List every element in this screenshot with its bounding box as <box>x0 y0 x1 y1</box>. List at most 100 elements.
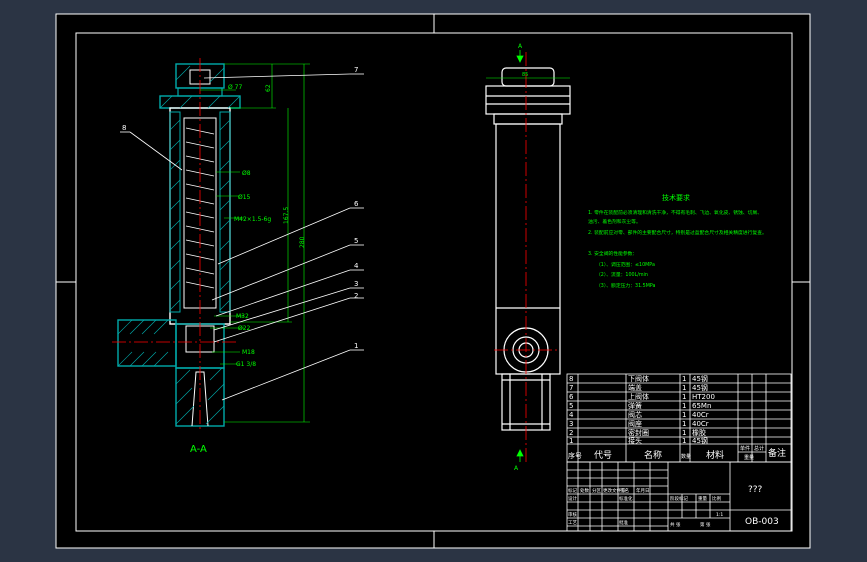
bom-header-no: 序号 <box>568 451 582 460</box>
bom-row-7-qty: 1 <box>682 429 686 437</box>
tb-label-mark: 标记 <box>568 487 577 494</box>
balloon-7: 7 <box>354 66 358 74</box>
leader-lines <box>120 73 364 401</box>
technical-notes: 技术要求 1. 零件在装配前必须清理和清洗干净，不得有毛刺、飞边、氧化皮、锈蚀、… <box>588 193 767 289</box>
bom-row-3-material: HT200 <box>692 393 715 401</box>
bom-header-name: 名称 <box>644 449 662 461</box>
tb-label-stage-mark: 阶段标记 <box>670 495 688 502</box>
dim-thread-m42: M42×1.5-6g <box>234 216 271 223</box>
tb-label-design: 设计 <box>568 495 577 502</box>
dim-thread-g: G1 3/8 <box>236 361 256 368</box>
notes-line-4: 3. 安全阀的性能参数： <box>588 250 637 257</box>
bom-row-2-qty: 1 <box>682 384 686 392</box>
bom-header-weight: 重量 <box>744 454 754 461</box>
tb-label-date: 年月日 <box>636 487 650 494</box>
bom-row-2-no: 7 <box>569 384 573 392</box>
notes-line-7: （3）、额定压力：31.5MPa <box>596 282 656 289</box>
dim-side-width: 85 <box>522 72 528 78</box>
tb-label-sheets: 共 张 <box>670 521 681 528</box>
bom-row-8-name: 接头 <box>628 436 642 445</box>
dim-dia-8: Ø8 <box>242 170 251 177</box>
bom-row-4-no: 5 <box>569 402 573 410</box>
bom-header-code: 代号 <box>594 450 612 461</box>
section-view: A-A <box>112 58 241 455</box>
dim-top-width: Ø 77 <box>228 84 242 91</box>
bom-row-1-no: 8 <box>569 375 573 383</box>
nozzle-hatching <box>175 367 225 425</box>
tb-label-weight: 重量 <box>698 495 707 502</box>
tb-label-approve: 批准 <box>619 519 628 526</box>
bom-row-5-material: 40Cr <box>692 411 709 419</box>
notes-line-3: 2. 装配前应对零、部件的主要配合尺寸，特别是过盈配合尺寸及相关精度进行复查。 <box>588 229 767 236</box>
dim-dia-15: Ø15 <box>238 194 251 201</box>
balloon-4: 4 <box>354 262 359 270</box>
bom-row-3-qty: 1 <box>682 393 686 401</box>
bom-row-7-no: 2 <box>569 429 573 437</box>
bom-row-4-qty: 1 <box>682 402 686 410</box>
bom-row-8-no: 1 <box>569 437 573 445</box>
bom-row-6-name: 阀座 <box>628 419 642 428</box>
bom-row-5-no: 4 <box>569 411 574 419</box>
drawing-sheet <box>55 13 811 549</box>
bom-row-7-material: 橡胶 <box>692 428 706 437</box>
notes-title: 技术要求 <box>662 193 690 202</box>
balloon-2: 2 <box>354 292 358 300</box>
bom-header-remark: 备注 <box>768 447 786 459</box>
dim-length-167: 167.5 <box>283 207 290 224</box>
section-mark-top: A <box>518 43 523 50</box>
balloon-8: 8 <box>122 124 126 132</box>
tb-label-division: 分区 <box>592 487 601 494</box>
bom-row-5-name: 阀芯 <box>628 410 642 419</box>
section-arrows <box>486 50 570 462</box>
bom-row-8-material: 45钢 <box>692 436 708 445</box>
bom-rows: 8 下阀体 1 45钢 7 端盖 1 45钢 6 上阀体 1 HT200 5 弹… <box>569 374 715 445</box>
dim-thread-m18: M18 <box>242 349 255 356</box>
tb-label-standardization: 标准化 <box>619 495 633 502</box>
bom-row-4-name: 弹簧 <box>628 401 642 410</box>
balloon-6: 6 <box>354 200 359 208</box>
side-port <box>117 319 177 367</box>
drawing-number: OB-003 <box>745 517 779 527</box>
section-dimension-text: Ø 77 62 Ø8 Ø15 M42×1.5-6g 167.5 280 M32 … <box>228 84 306 368</box>
bom-row-6-qty: 1 <box>682 420 686 428</box>
part-balloons: 7 8 6 5 4 3 2 1 <box>122 66 359 350</box>
notes-line-5: （1）、调压范围：≤10MPa <box>596 261 655 268</box>
bom-table: 8 下阀体 1 45钢 7 端盖 1 45钢 6 上阀体 1 HT200 5 弹… <box>566 373 792 463</box>
bom-row-6-material: 40Cr <box>692 420 709 428</box>
tb-label-signature: 签名 <box>620 487 629 494</box>
bom-row-2-material: 45钢 <box>692 383 708 392</box>
bom-row-1-name: 下阀体 <box>628 374 649 383</box>
dim-dia-22: Ø22 <box>238 325 251 332</box>
title-block-grid <box>566 461 792 532</box>
bom-row-4-material: 65Mn <box>692 402 711 410</box>
section-label: A-A <box>190 444 207 455</box>
bom-header-qty: 数量 <box>681 453 691 460</box>
bom-row-7-name: 密封圈 <box>628 428 649 437</box>
bom-header: 序号 代号 名称 数量 材料 单件 总计 重量 备注 <box>568 445 786 461</box>
bom-row-3-name: 上阀体 <box>628 392 649 401</box>
tb-label-process: 工艺 <box>568 520 577 526</box>
bom-row-3-no: 6 <box>569 393 574 401</box>
balloon-5: 5 <box>354 237 358 245</box>
bom-header-unit: 单件 <box>740 445 750 452</box>
bom-header-material: 材料 <box>706 449 724 461</box>
tb-scale-value: 1:1 <box>716 512 723 518</box>
upper-body-wall-right <box>219 111 231 313</box>
title-block: 标记 处数 分区 更改文件号 签名 年月日 设计 标准化 审核 工艺 批准 阶段… <box>566 461 792 532</box>
bom-grid <box>566 373 792 463</box>
bom-row-6-no: 3 <box>569 420 573 428</box>
drawing-title: ??? <box>748 485 763 495</box>
dim-thread-m32: M32 <box>236 313 249 320</box>
tb-label-scale: 比例 <box>712 495 721 502</box>
upper-body-wall-left <box>169 111 181 313</box>
bom-row-2-name: 端盖 <box>628 383 642 392</box>
bom-row-1-qty: 1 <box>682 375 686 383</box>
section-mark-bottom: A <box>514 465 519 472</box>
side-port-hatching <box>117 319 169 367</box>
tb-label-change-doc: 更改文件号 <box>603 487 626 494</box>
bom-header-total: 总计 <box>754 445 764 452</box>
balloon-1: 1 <box>354 342 358 350</box>
tb-label-review: 审核 <box>568 511 577 518</box>
dim-height-62: 62 <box>265 84 272 92</box>
